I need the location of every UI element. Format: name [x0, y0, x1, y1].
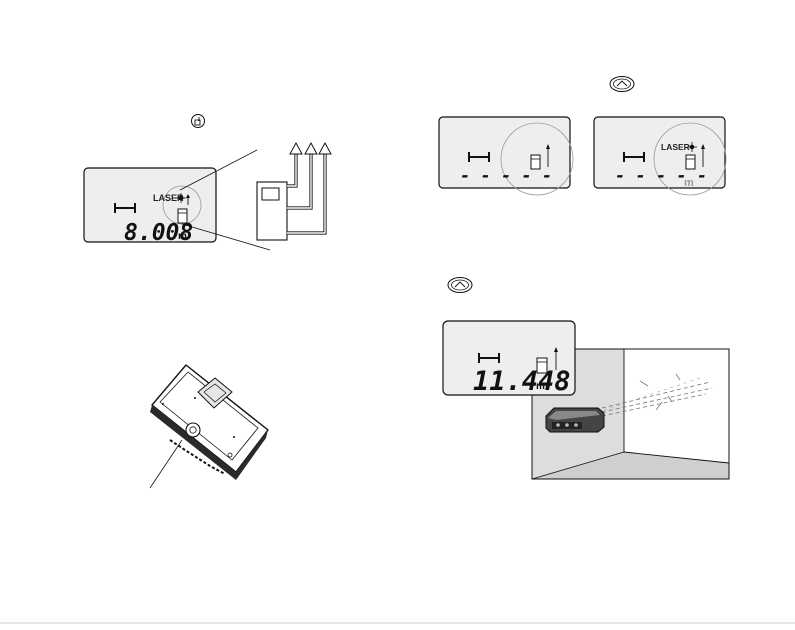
lcd-display-bottom-right: 11.448 m: [443, 321, 575, 397]
reference-button-icon[interactable]: [192, 115, 205, 128]
unit-label: m: [536, 381, 545, 392]
device-underside-illustration: [150, 365, 268, 488]
lcd-display-top-left: LASER 8.008 m: [84, 168, 216, 246]
unit-label: m: [178, 231, 187, 242]
tripod-thread-icon: [186, 423, 200, 437]
laser-label: LASER: [661, 142, 690, 152]
rangefinder-device: [546, 408, 604, 432]
laser-button-icon[interactable]: [610, 77, 634, 92]
lcd-display-b: LASER - - - - - m: [594, 117, 726, 195]
laser-button-icon-2[interactable]: [448, 278, 472, 293]
lcd-display-a: - - - - -: [439, 117, 573, 195]
dash-reading-a: - - - - -: [460, 166, 552, 186]
unit-label: m: [684, 177, 694, 189]
device-reference-diagram: [257, 143, 331, 240]
distance-reading: 11.448: [473, 366, 571, 397]
reference-arrow-bottom: [287, 143, 331, 233]
reference-arrow-top: [287, 143, 302, 186]
